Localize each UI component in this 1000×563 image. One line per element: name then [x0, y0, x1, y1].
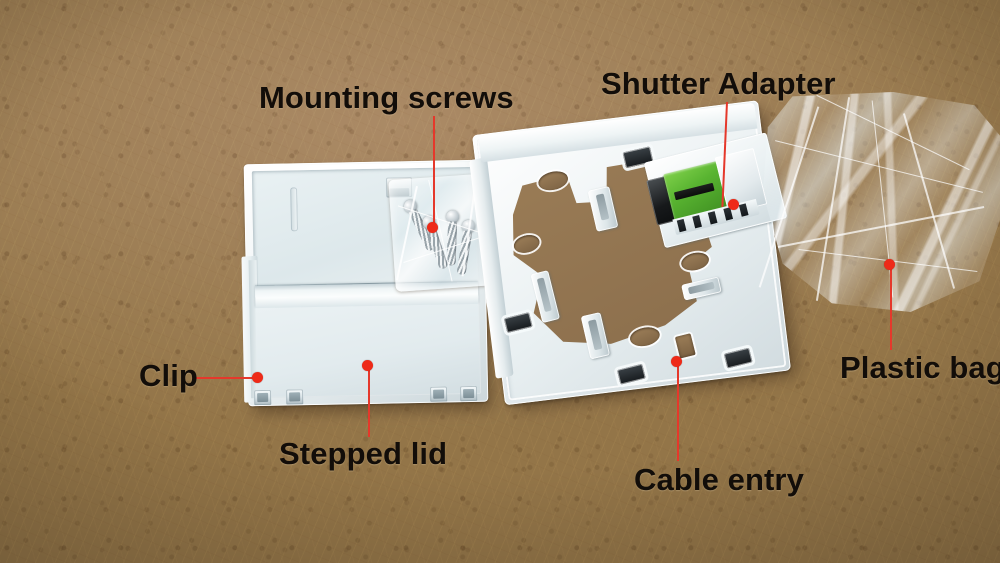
callout-dot-cable-entry — [671, 356, 682, 367]
label-stepped-lid: Stepped lid — [279, 436, 448, 471]
leader-line-clip — [196, 377, 258, 379]
leader-line-stepped-lid — [368, 369, 370, 437]
leader-line-cable-entry — [677, 365, 679, 461]
leader-line-mounting-screws — [433, 116, 435, 228]
callout-dot-mounting-screws — [427, 222, 438, 233]
callout-dot-clip — [252, 372, 263, 383]
label-mounting-screws: Mounting screws — [259, 80, 514, 115]
label-plastic-bag: Plastic bag — [840, 350, 1000, 385]
leader-line-plastic-bag — [890, 268, 892, 350]
label-shutter-adapter: Shutter Adapter — [601, 66, 836, 101]
callout-dot-shutter-adapter — [728, 199, 739, 210]
callout-dot-plastic-bag — [884, 259, 895, 270]
plastic-bag-object — [758, 92, 1000, 312]
callout-dot-stepped-lid — [362, 360, 373, 371]
label-clip: Clip — [139, 358, 198, 393]
label-cable-entry: Cable entry — [634, 462, 804, 497]
